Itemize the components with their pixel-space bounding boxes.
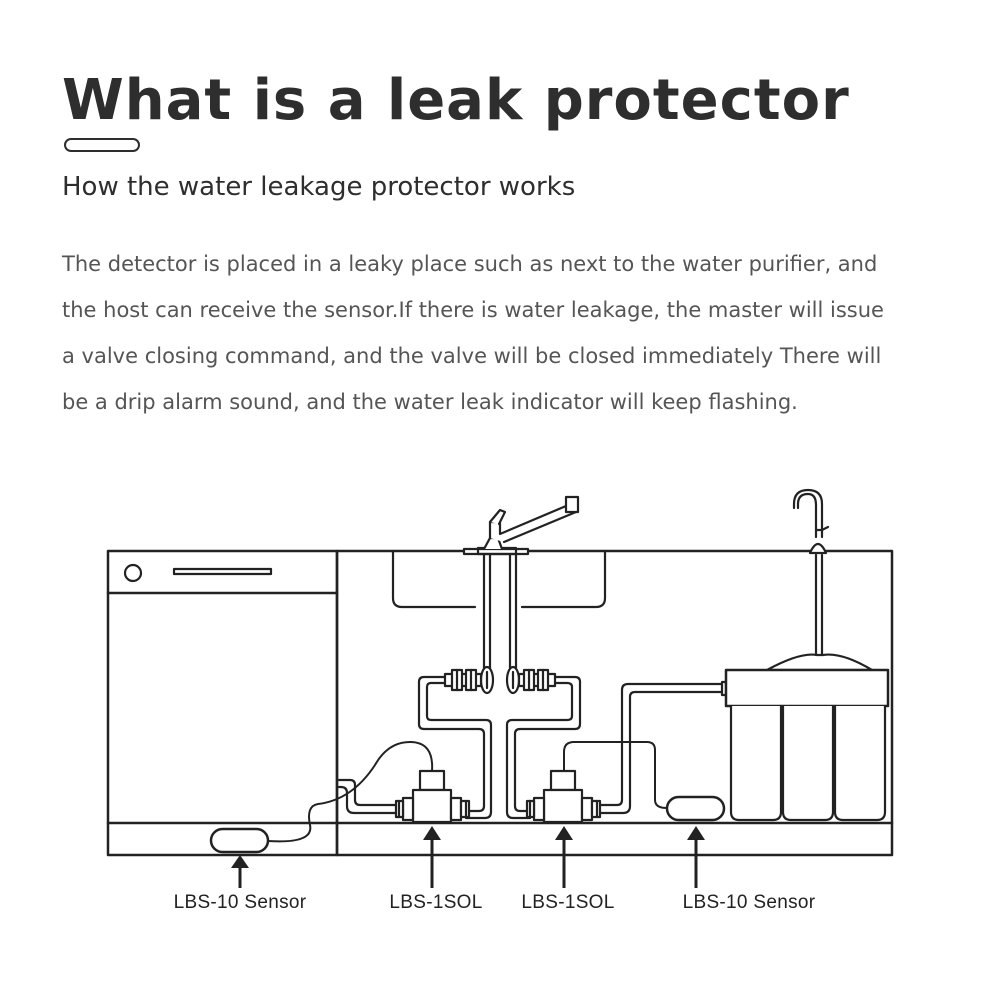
arrow-valve-right <box>555 826 573 888</box>
page-title: What is a leak protector <box>62 68 850 133</box>
kitchen-installation-diagram <box>106 488 894 888</box>
description-line-3: a valve closing command, and the valve w… <box>62 344 882 368</box>
arrow-sensor-left <box>231 855 249 888</box>
dishwasher-knob-icon <box>123 563 143 583</box>
label-sensor-left: LBS-10 Sensor <box>173 892 307 913</box>
label-valve-left: LBS-1SOL <box>389 892 483 913</box>
right-water-pipe <box>505 675 582 820</box>
arrow-sensor-right <box>687 826 705 888</box>
left-angle-valve-connector <box>443 668 483 692</box>
purifier-faucet <box>792 488 830 657</box>
label-valve-right: LBS-1SOL <box>521 892 615 913</box>
arrow-valve-left <box>423 826 441 888</box>
dishwasher-handle <box>172 567 273 576</box>
right-valve-wire <box>563 741 668 809</box>
sink-basin <box>391 549 607 609</box>
left-valve-wire <box>267 741 434 843</box>
right-solenoid-valve <box>525 769 602 824</box>
page-subtitle: How the water leakage protector works <box>62 172 576 202</box>
description-line-1: The detector is placed in a leaky place … <box>62 252 878 276</box>
dishwasher-supply-pipe <box>337 778 398 815</box>
faucet-supply-lines <box>479 553 521 695</box>
water-purifier <box>724 653 890 822</box>
description-line-4: be a drip alarm sound, and the water lea… <box>62 390 798 414</box>
right-leak-sensor <box>665 795 726 822</box>
left-leak-sensor <box>209 827 270 854</box>
kitchen-faucet <box>462 495 580 556</box>
dishwasher <box>106 549 339 857</box>
left-water-pipe <box>417 675 493 820</box>
left-solenoid-valve <box>394 769 471 824</box>
description-paragraph: The detector is placed in a leaky place … <box>62 241 972 425</box>
label-sensor-right: LBS-10 Sensor <box>682 892 816 913</box>
purifier-supply-pipe <box>598 680 728 815</box>
right-angle-valve-connector <box>517 668 557 692</box>
description-line-2: the host can receive the sensor.If there… <box>62 298 884 322</box>
title-underline-decoration <box>64 138 140 152</box>
